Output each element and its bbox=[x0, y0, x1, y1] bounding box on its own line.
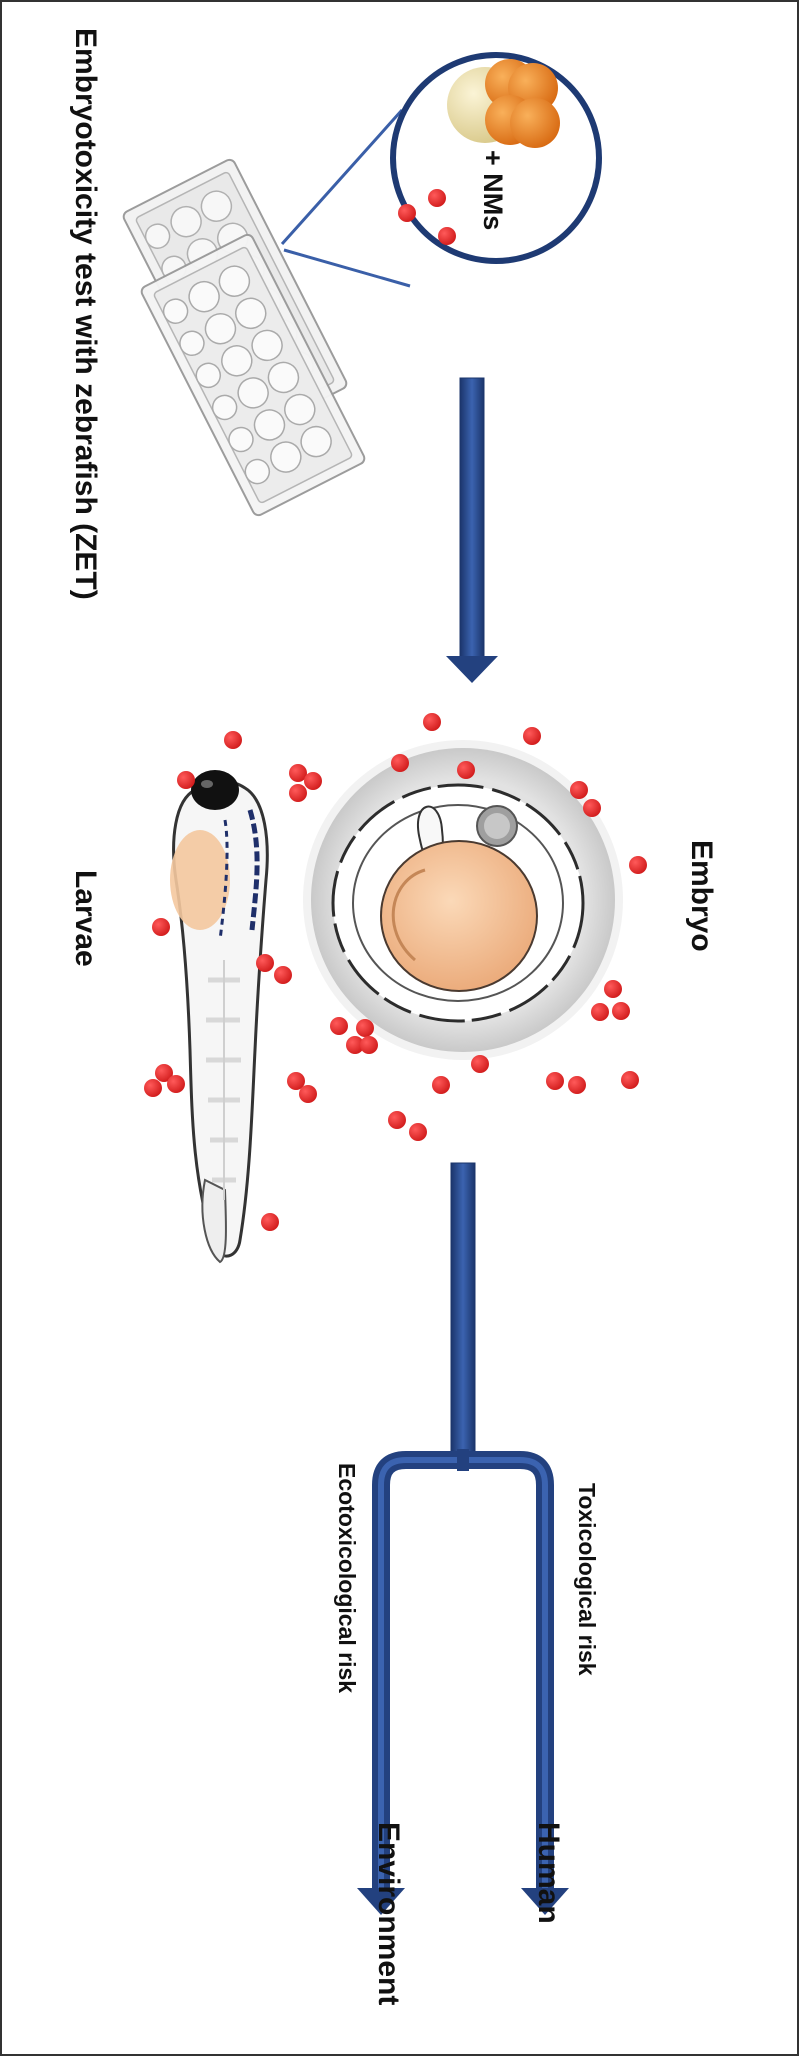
diagram-title: Embryotoxicity test with zebrafish (ZET) bbox=[68, 28, 102, 600]
environment-label: Environment bbox=[371, 1822, 405, 2005]
larvae-label: Larvae bbox=[68, 870, 102, 967]
nms-label: + NMs bbox=[477, 150, 508, 230]
toxicological-risk-label: Toxicological risk bbox=[573, 1483, 600, 1676]
ecotoxicological-risk-label: Ecotoxicological risk bbox=[333, 1463, 360, 1693]
human-label: Human bbox=[531, 1822, 565, 1924]
embryo-label: Embryo bbox=[684, 840, 718, 952]
